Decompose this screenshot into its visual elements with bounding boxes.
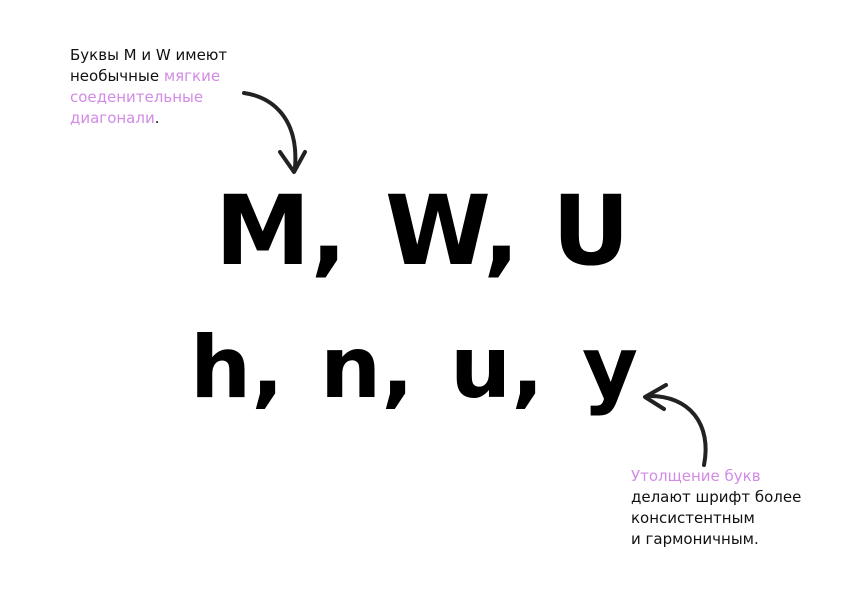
annotation-bottom-line-4: и гармоничным.: [631, 530, 759, 548]
annotation-bottom-line-2: делают шрифт более: [631, 488, 802, 506]
annotation-top-highlight-3: диагонали: [70, 109, 155, 127]
glyph-sample-w: W,: [385, 175, 520, 287]
annotation-top-line-1: Буквы M и W имеют: [70, 46, 228, 64]
annotation-bottom-highlight: Утолщение букв: [631, 467, 761, 485]
glyph-sample-u: U: [552, 175, 630, 287]
glyph-sample-h: h,: [190, 318, 284, 418]
annotation-bottom-line-3: консистентным: [631, 509, 755, 527]
annotation-top-line-2: необычные мягкие: [70, 66, 227, 87]
annotation-top-line-4: диагонали.: [70, 108, 227, 129]
annotation-top: Буквы M и W имеют необычные мягкие соеде…: [70, 45, 227, 129]
annotation-top-period: .: [154, 109, 160, 127]
annotation-top-highlight-1: мягкие: [163, 67, 221, 85]
annotation-bottom: Утолщение букв делают шрифт более консис…: [631, 466, 801, 550]
glyph-sample-y: y: [582, 318, 639, 418]
glyph-sample-m: M,: [215, 175, 347, 287]
glyph-sample-u-lower: u,: [450, 318, 544, 418]
glyph-sample-n: n,: [320, 318, 414, 418]
annotation-top-plain: необычные: [70, 67, 164, 85]
annotation-top-highlight-2: соеденительные: [70, 88, 204, 106]
